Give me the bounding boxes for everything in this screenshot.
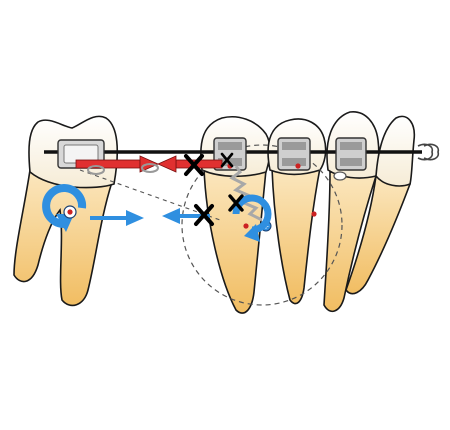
x-marker [220,152,234,168]
center-dot [295,163,301,169]
incisor-root [345,175,412,295]
canine-bracket [335,137,367,171]
canine-root [323,171,378,313]
second-premolar-root [271,167,321,305]
x-marker [194,204,214,226]
dashed-rotation-circle [181,144,343,306]
canine-tie [333,171,347,181]
center-dot [243,223,249,229]
blue-moment-arrow-left [42,184,144,232]
x-marker [228,194,244,212]
dashed-guide-line [79,169,221,221]
elastic-chain [87,163,159,175]
second-premolar-bracket [277,137,311,171]
x-marker [184,154,204,176]
center-dot [311,211,317,217]
